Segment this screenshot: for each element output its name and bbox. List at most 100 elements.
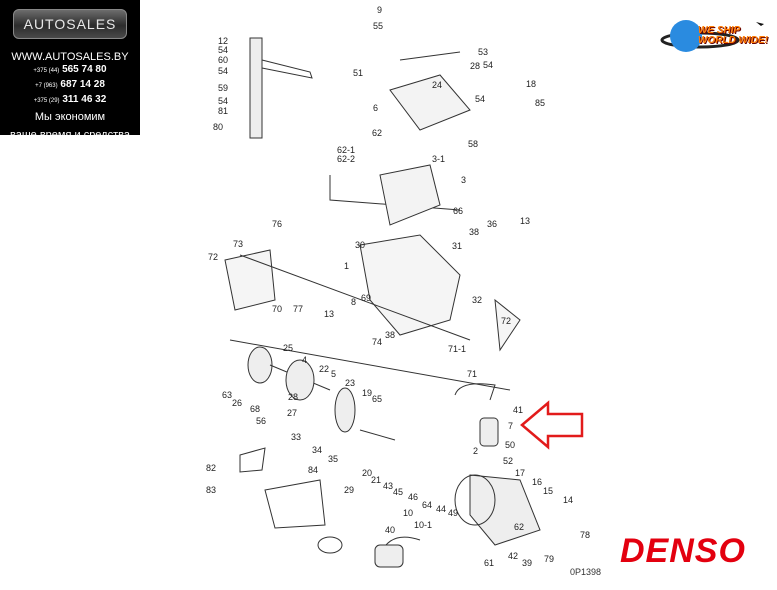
part-label-41: 41 xyxy=(513,405,523,415)
part-label-71: 71 xyxy=(467,369,477,379)
part-label-83: 83 xyxy=(206,485,216,495)
part-label-32: 32 xyxy=(472,295,482,305)
part-label-7: 7 xyxy=(508,421,513,431)
part-label-20: 20 xyxy=(362,468,372,478)
part-label-6: 6 xyxy=(373,103,378,113)
part-label-61: 61 xyxy=(484,558,494,568)
autosales-logo: AUTOSALES xyxy=(13,9,127,39)
part-label-28: 28 xyxy=(470,61,480,71)
part-label-55: 55 xyxy=(373,21,383,31)
part-label-62: 62 xyxy=(514,522,524,532)
part-label-54: 54 xyxy=(483,60,493,70)
part-label-71-1: 71-1 xyxy=(448,344,466,354)
part-label-60: 60 xyxy=(218,55,228,65)
part-label-54: 54 xyxy=(218,45,228,55)
highlight-arrow-icon xyxy=(520,400,584,450)
part-label-62: 62 xyxy=(372,128,382,138)
part-label-85: 85 xyxy=(535,98,545,108)
phone-3: +375 (29) 311 46 32 xyxy=(33,94,107,105)
part-label-24: 24 xyxy=(432,80,442,90)
part-label-5: 5 xyxy=(331,369,336,379)
part-label-84: 84 xyxy=(308,465,318,475)
part-label-10-1: 10-1 xyxy=(414,520,432,530)
part-label-23: 23 xyxy=(345,378,355,388)
part-label-36: 36 xyxy=(487,219,497,229)
part-label-46: 46 xyxy=(408,492,418,502)
part-label-52: 52 xyxy=(503,456,513,466)
part-label-28: 28 xyxy=(288,392,298,402)
part-label-1: 1 xyxy=(344,261,349,271)
part-label-74: 74 xyxy=(372,337,382,347)
part-label-54: 54 xyxy=(475,94,485,104)
part-drawings xyxy=(224,37,541,568)
part-label-43: 43 xyxy=(383,481,393,491)
part-label-44: 44 xyxy=(436,504,446,514)
part-label-35: 35 xyxy=(328,454,338,464)
part-label-17: 17 xyxy=(515,468,525,478)
part-label-38: 38 xyxy=(469,227,479,237)
diagram-code: 0P1398 xyxy=(570,567,602,577)
part-label-49: 49 xyxy=(448,508,458,518)
part-label-73: 73 xyxy=(233,239,243,249)
part-label-42: 42 xyxy=(508,551,518,561)
part-label-65: 65 xyxy=(372,394,382,404)
part-label-14: 14 xyxy=(563,495,573,505)
part-label-62-1: 62-1 xyxy=(337,145,355,155)
part-label-54: 54 xyxy=(218,96,228,106)
part-label-13: 13 xyxy=(324,309,334,319)
part-label-13: 13 xyxy=(520,216,530,226)
part-label-8: 8 xyxy=(351,297,356,307)
denso-logo: DENSO xyxy=(620,532,746,570)
part-label-59: 59 xyxy=(218,83,228,93)
part-label-38: 38 xyxy=(385,330,395,340)
phone-1: +375 (44) 565 74 80 xyxy=(33,64,107,75)
part-label-56: 56 xyxy=(256,416,266,426)
phone-2: +7 (963) 687 14 28 xyxy=(35,79,105,90)
part-label-3-1: 3-1 xyxy=(432,154,445,164)
part-label-16: 16 xyxy=(532,477,542,487)
slogan-line-1: Мы экономим xyxy=(34,111,106,123)
part-label-82: 82 xyxy=(206,463,216,473)
part-label-40: 40 xyxy=(385,525,395,535)
part-label-64: 64 xyxy=(422,500,432,510)
part-label-76: 76 xyxy=(272,219,282,229)
part-label-77: 77 xyxy=(293,304,303,314)
part-label-9: 9 xyxy=(377,5,382,15)
autosales-ad-banner: AUTOSALES WWW.AUTOSALES.BY +375 (44) 565… xyxy=(0,0,140,141)
part-label-4: 4 xyxy=(302,355,307,365)
part-label-72: 72 xyxy=(208,252,218,262)
part-label-30: 30 xyxy=(355,240,365,250)
part-label-80: 80 xyxy=(213,122,223,132)
part-label-29: 29 xyxy=(344,485,354,495)
part-label-27: 27 xyxy=(287,408,297,418)
part-label-58: 58 xyxy=(468,139,478,149)
part-label-25: 25 xyxy=(283,343,293,353)
website-text: WWW.AUTOSALES.BY xyxy=(11,51,129,63)
part-label-19: 19 xyxy=(362,388,372,398)
part-label-63: 63 xyxy=(222,390,232,400)
part-label-70: 70 xyxy=(272,304,282,314)
part-label-18: 18 xyxy=(526,79,536,89)
globe-icon xyxy=(660,20,764,52)
part-label-78: 78 xyxy=(580,530,590,540)
part-label-39: 39 xyxy=(522,558,532,568)
part-label-15: 15 xyxy=(543,486,553,496)
part-label-50: 50 xyxy=(505,440,515,450)
part-label-34: 34 xyxy=(312,445,322,455)
part-label-66: 66 xyxy=(453,206,463,216)
part-label-68: 68 xyxy=(250,404,260,414)
part-label-69: 69 xyxy=(361,293,371,303)
slogan-line-2: ваше время и средства xyxy=(10,129,130,141)
part-label-45: 45 xyxy=(393,487,403,497)
part-label-53: 53 xyxy=(478,47,488,57)
part-label-54: 54 xyxy=(218,66,228,76)
part-label-79: 79 xyxy=(544,554,554,564)
part-label-3: 3 xyxy=(461,175,466,185)
part-label-31: 31 xyxy=(452,241,462,251)
part-label-33: 33 xyxy=(291,432,301,442)
part-label-62-2: 62-2 xyxy=(337,154,355,164)
part-label-21: 21 xyxy=(371,475,381,485)
